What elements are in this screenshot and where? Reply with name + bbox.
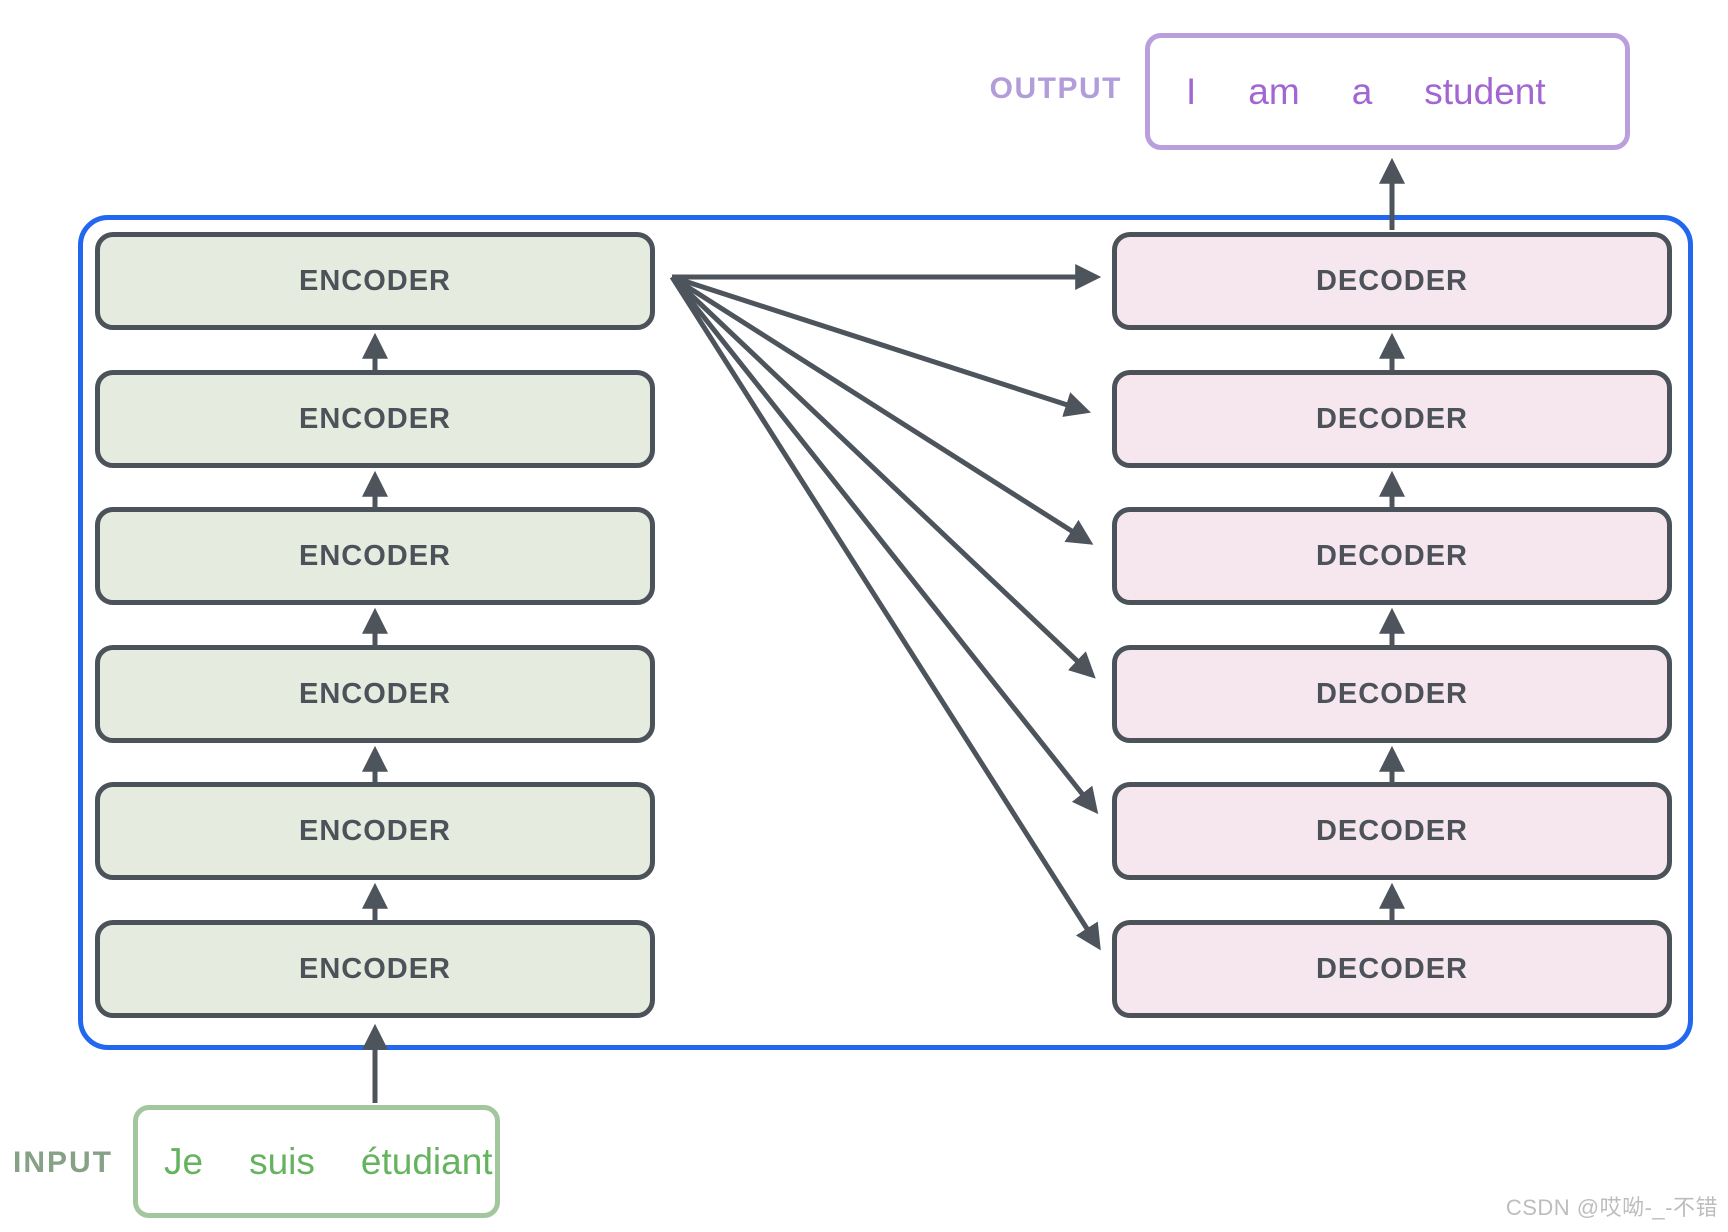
decoder-block-6: DECODER — [1112, 920, 1672, 1018]
output-word: am — [1248, 70, 1300, 112]
decoder-block-4: DECODER — [1112, 645, 1672, 743]
input-word: Je — [164, 1140, 204, 1182]
encoder-block-4: ENCODER — [95, 645, 655, 743]
model-frame — [78, 215, 1693, 1050]
output-word: student — [1424, 70, 1546, 112]
output-sentence-box: I am a student — [1145, 33, 1630, 150]
output-word: I — [1186, 70, 1197, 112]
input-sentence-box: Je suis étudiant — [133, 1105, 500, 1218]
decoder-block-3: DECODER — [1112, 507, 1672, 605]
encoder-block-1: ENCODER — [95, 232, 655, 330]
output-label: OUTPUT — [989, 72, 1122, 105]
input-word: suis — [249, 1140, 315, 1182]
input-word: étudiant — [360, 1140, 493, 1182]
decoder-block-5: DECODER — [1112, 782, 1672, 880]
encoder-block-6: ENCODER — [95, 920, 655, 1018]
output-word: a — [1351, 70, 1373, 112]
decoder-block-2: DECODER — [1112, 370, 1672, 468]
decoder-block-1: DECODER — [1112, 232, 1672, 330]
encoder-block-2: ENCODER — [95, 370, 655, 468]
encoder-block-5: ENCODER — [95, 782, 655, 880]
watermark-text: CSDN @哎呦-_-不错 — [1505, 1195, 1718, 1220]
input-label: INPUT — [13, 1146, 113, 1179]
encoder-block-3: ENCODER — [95, 507, 655, 605]
